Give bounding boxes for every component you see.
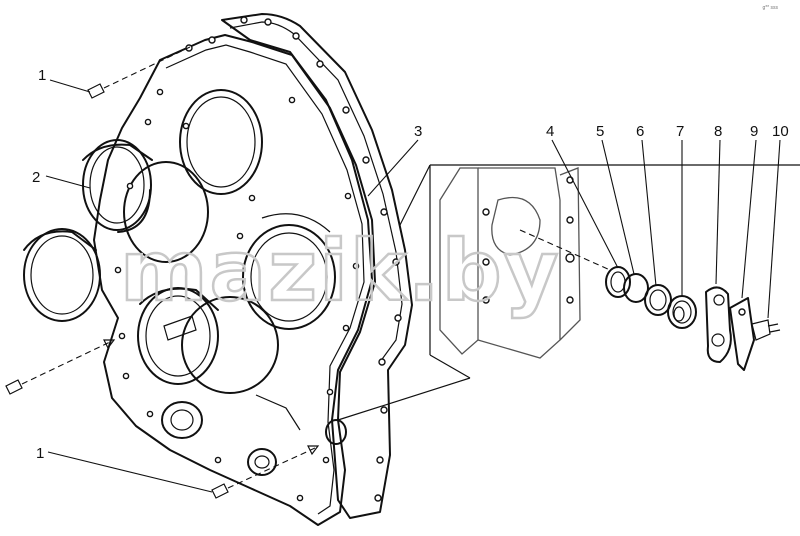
callout-6: 6	[636, 123, 644, 140]
spacer-5	[623, 273, 649, 303]
right-bore	[242, 224, 336, 330]
leader-lines	[45, 79, 781, 493]
callout-labels: 1 2 3 4 5 6 7 8 9 10 1	[32, 67, 789, 462]
seal-ring-4	[605, 266, 631, 298]
bolt-10	[751, 319, 781, 341]
callout-7: 7	[676, 123, 684, 140]
dowel-pin-top	[87, 46, 191, 99]
middle-bore	[123, 161, 209, 263]
callout-8: 8	[714, 123, 722, 140]
o-ring-6	[644, 284, 672, 316]
lower-bore	[181, 296, 279, 394]
upper-bore	[179, 89, 263, 195]
plate-9	[729, 297, 755, 371]
callout-4: 4	[546, 123, 554, 140]
callout-10: 10	[772, 123, 789, 140]
front-plate	[93, 16, 402, 526]
callout-1-bottom: 1	[36, 445, 44, 462]
callout-5: 5	[596, 123, 604, 140]
bushing-lower	[137, 287, 219, 385]
callout-2: 2	[32, 169, 40, 186]
bushing-loose	[23, 228, 101, 322]
detail-inset	[337, 164, 800, 421]
drain-boss	[247, 448, 277, 476]
dowel-pin-left	[5, 339, 116, 395]
bushing-upper	[82, 139, 153, 233]
gasket-8	[705, 286, 732, 363]
corner-code: g** sss	[762, 5, 778, 11]
bottom-boss	[161, 401, 203, 439]
oil-seal-7	[667, 295, 697, 329]
bolt-holes	[114, 16, 402, 502]
dowel-pin-bottom	[211, 445, 320, 499]
watermark: mazik.by	[120, 222, 561, 320]
callout-3: 3	[414, 123, 422, 140]
callout-9: 9	[750, 123, 758, 140]
callout-1-top: 1	[38, 67, 46, 84]
